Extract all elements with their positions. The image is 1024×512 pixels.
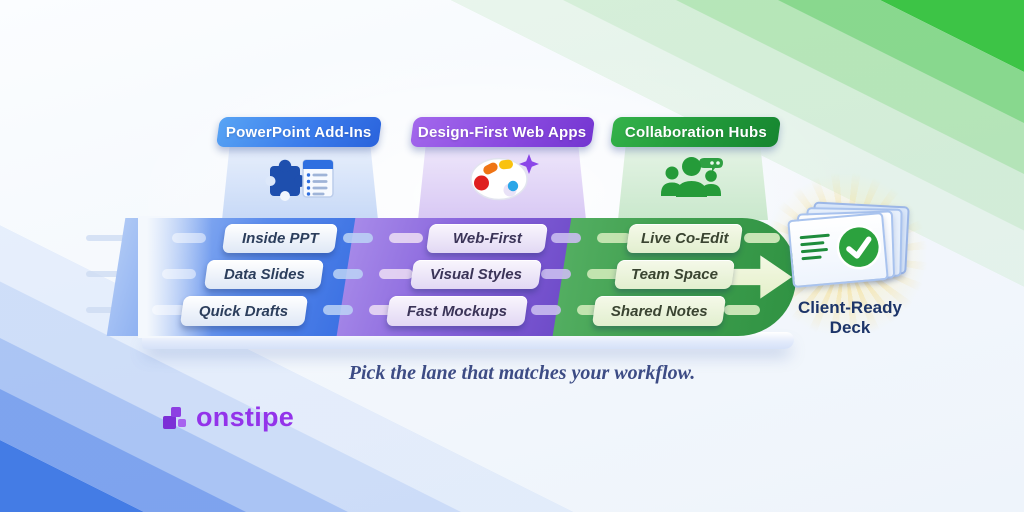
brand-lockup: onstipe bbox=[162, 402, 294, 433]
flow-dash bbox=[162, 269, 196, 279]
puzzle-addin-icon bbox=[262, 151, 338, 210]
lane-header-label: Collaboration Hubs bbox=[624, 123, 767, 141]
people-icon bbox=[653, 150, 731, 209]
lane-header-label: Design-First Web Apps bbox=[418, 123, 587, 141]
blocks-logo-icon bbox=[162, 405, 188, 431]
pill-label: Shared Notes bbox=[610, 302, 708, 320]
flow-dash bbox=[323, 305, 353, 315]
flow-dash bbox=[744, 233, 780, 243]
flow-dash bbox=[551, 233, 581, 243]
pill-web-first: Web-First bbox=[425, 224, 549, 253]
lane-header-collab: Collaboration Hubs bbox=[609, 117, 782, 147]
pill-shared-notes: Shared Notes bbox=[591, 296, 727, 326]
flow-dash bbox=[531, 305, 561, 315]
pill-label: Fast Mockups bbox=[406, 302, 508, 320]
slide-text-line bbox=[800, 241, 825, 247]
pill-inside-ppt: Inside PPT bbox=[221, 224, 339, 253]
slide-text-line bbox=[799, 233, 830, 240]
pill-label: Visual Styles bbox=[430, 266, 522, 283]
lane-header-label: PowerPoint Add-Ins bbox=[226, 123, 372, 141]
pill-label: Quick Drafts bbox=[199, 302, 289, 320]
slide-text-line bbox=[800, 247, 829, 254]
lane-header-powerpoint: PowerPoint Add-Ins bbox=[215, 117, 383, 147]
deck-slide-front bbox=[787, 211, 889, 289]
flow-dash bbox=[597, 233, 631, 243]
slide-text-line bbox=[801, 255, 822, 261]
check-circle-icon bbox=[834, 222, 884, 277]
result-label: Client-Ready Deck bbox=[780, 298, 920, 338]
flow-dash bbox=[724, 305, 760, 315]
flow-dash bbox=[541, 269, 571, 279]
pill-data-slides: Data Slides bbox=[203, 260, 325, 289]
result-label-line1: Client-Ready bbox=[798, 298, 902, 317]
result-label-line2: Deck bbox=[829, 318, 871, 338]
pill-visual-styles: Visual Styles bbox=[409, 260, 543, 289]
pill-live-co-edit: Live Co-Edit bbox=[625, 224, 744, 253]
pill-label: Team Space bbox=[631, 266, 718, 283]
pill-label: Data Slides bbox=[223, 266, 305, 283]
pill-label: Inside PPT bbox=[241, 230, 319, 247]
pill-quick-drafts: Quick Drafts bbox=[179, 296, 309, 326]
flow-dash bbox=[343, 233, 373, 243]
flow-dash bbox=[172, 233, 206, 243]
flow-dash bbox=[379, 269, 413, 279]
pill-team-space: Team Space bbox=[613, 260, 736, 289]
palette-icon bbox=[466, 150, 540, 209]
flow-dash bbox=[389, 233, 423, 243]
flow-dash bbox=[333, 269, 363, 279]
tagline: Pick the lane that matches your workflow… bbox=[348, 362, 696, 384]
pill-label: Web-First bbox=[452, 230, 522, 247]
pill-fast-mockups: Fast Mockups bbox=[385, 296, 529, 326]
brand-name: onstipe bbox=[196, 402, 295, 432]
pill-label: Live Co-Edit bbox=[640, 230, 729, 247]
lane-header-webapps: Design-First Web Apps bbox=[409, 117, 596, 147]
